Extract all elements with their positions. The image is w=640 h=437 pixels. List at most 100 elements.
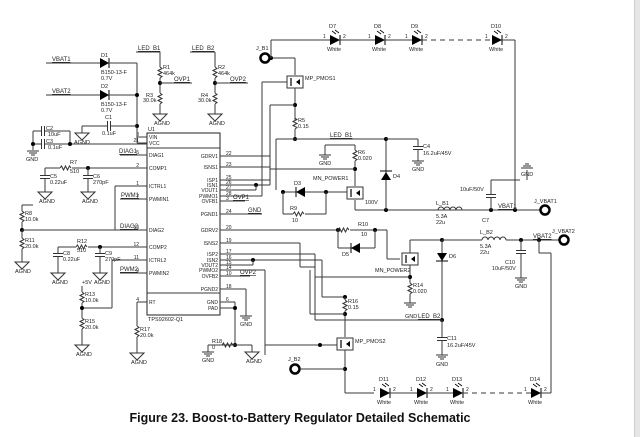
agnd-label-r11: AGND xyxy=(15,269,31,275)
led-pin-anode: 1 xyxy=(485,34,488,40)
led-pin-anode: 1 xyxy=(373,387,376,393)
figure-caption: Figure 23. Boost-to-Battery Regulator De… xyxy=(129,411,471,425)
c2-ref: C2 xyxy=(46,126,53,132)
c6-ref: C6 xyxy=(93,174,100,180)
net-vbat2-label-out: VBAT2 xyxy=(533,234,552,240)
ic-pin-name: PWMIN1 xyxy=(149,197,169,203)
d5-ref: D5 xyxy=(342,252,349,258)
r11-ref: R11 xyxy=(25,238,35,244)
mn-power1-value: 100V xyxy=(365,200,378,206)
led-icon xyxy=(416,382,428,399)
gnd-label-c4: GND xyxy=(412,167,424,173)
led-color: White xyxy=(414,400,428,406)
ic-pin-name: GDRV2 xyxy=(201,228,218,234)
ic-pin-number: 12 xyxy=(133,242,139,248)
ic-pin-name: VOUT2 xyxy=(201,263,218,269)
r7-value: 510 xyxy=(70,169,79,175)
net-led-b1-label-2: LED_B1 xyxy=(330,133,353,139)
net-pwm2-label: PWM2 xyxy=(120,267,139,273)
gnd-label-c7: GND xyxy=(521,172,533,178)
led-icon xyxy=(452,382,464,399)
ic-pin-number: 2 xyxy=(136,163,139,169)
ic-pin-name: ISNS2 xyxy=(204,241,219,247)
agnd-label-r18b: AGND xyxy=(246,359,262,365)
ic-pin-number: 6 xyxy=(226,297,229,303)
ic-pin-number: 11 xyxy=(134,255,139,261)
connector-j-b2[interactable] xyxy=(289,363,301,375)
ic-pin-diag1: DIAG1 5 xyxy=(136,150,164,159)
connector-j-vbat2[interactable] xyxy=(558,234,570,246)
ic-pin-isns2: ISNS2 19 xyxy=(204,238,232,247)
r10-ref: R10 xyxy=(358,222,368,228)
ic-pin-pad: PAD xyxy=(208,306,218,312)
vertical-scrollbar[interactable] xyxy=(634,0,640,437)
ic-pin-name: PWMO1 xyxy=(199,194,218,200)
led-color: White xyxy=(489,47,503,53)
r6-value: 0.020 xyxy=(358,156,372,162)
d6-ref: D6 xyxy=(449,254,456,260)
ic-pin-name: DIAG1 xyxy=(149,153,164,159)
ic-pin-number: 9 xyxy=(136,268,139,274)
led-icon xyxy=(530,382,542,399)
ic-pin-number: 19 xyxy=(226,238,232,244)
connector-j-vbat1[interactable] xyxy=(539,204,551,216)
r13-ref: R13 xyxy=(85,292,95,298)
ic-pin-name: PAD xyxy=(208,306,218,312)
led-ref: D13 xyxy=(452,377,462,383)
r8-ref: R8 xyxy=(25,211,32,217)
gnd-label-c2: GND xyxy=(26,157,38,163)
led-ref: D10 xyxy=(491,24,501,30)
c4-value: 16.2uF/45V xyxy=(423,151,452,157)
ic-pin-number: 5 xyxy=(136,150,139,156)
ic-pin-number: 18 xyxy=(226,284,232,290)
c4-ref: C4 xyxy=(423,144,430,150)
ic-pin-number: 16 xyxy=(226,255,232,261)
j-vbat1-label: J_VBAT1 xyxy=(534,199,557,205)
d4-ref: D4 xyxy=(393,174,400,180)
r9-ref: R9 xyxy=(290,206,297,212)
connector-j-b1[interactable] xyxy=(259,52,271,64)
net-5v-label: +5V xyxy=(82,280,92,286)
r14-value: 0.020 xyxy=(413,289,427,295)
gnd-label-r6: GND xyxy=(319,161,331,167)
r12-ref: R12 xyxy=(77,239,87,245)
ic-pin-name: ICTRL2 xyxy=(149,258,166,264)
d3-ref: D3 xyxy=(294,181,301,187)
gnd-label-pgnd2: GND xyxy=(240,322,252,328)
j-b1-label: J_B1 xyxy=(256,46,269,52)
net-led-b1-label: LED_B1 xyxy=(138,46,161,52)
ic-pin-name: GDRV1 xyxy=(201,154,218,160)
ic-pins: VIN8VCC21DIAG15COMP12ICTRL11PWMIN17DIAG2… xyxy=(133,132,231,312)
led-pin-cathode: 2 xyxy=(393,387,396,393)
agnd-label-r4: AGND xyxy=(209,121,225,127)
c3-ref: C3 xyxy=(46,139,53,145)
led-pin-cathode: 2 xyxy=(343,34,346,40)
c9-ref: C9 xyxy=(105,251,112,257)
l-b2-ref: L_B2 xyxy=(480,230,493,236)
ic-pin-name: VCC xyxy=(149,141,160,147)
diode-d3-icon xyxy=(295,186,306,198)
led-ref: D7 xyxy=(329,24,336,30)
ic-pin-name: DIAG2 xyxy=(149,228,164,234)
ic-pin-name: COMP2 xyxy=(149,245,167,251)
led-pin-anode: 1 xyxy=(323,34,326,40)
c5-ref: C5 xyxy=(50,174,57,180)
r17-ref: R17 xyxy=(140,327,150,333)
led-icon xyxy=(491,29,503,46)
c8-value: 0.22uF xyxy=(63,257,81,263)
agnd-label-c8: AGND xyxy=(52,280,68,286)
